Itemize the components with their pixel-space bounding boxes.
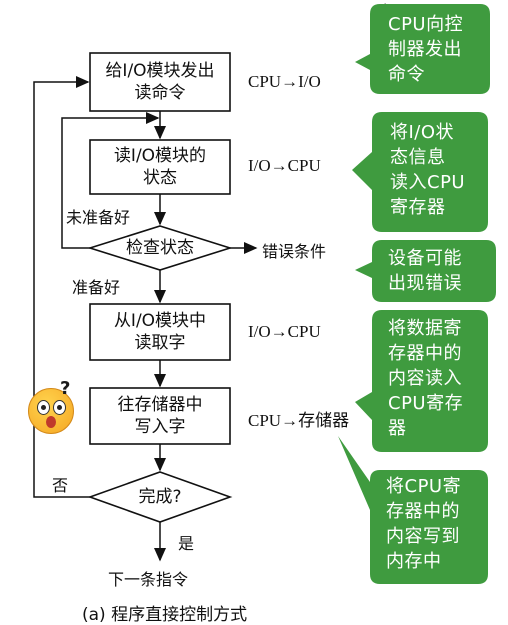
done-text: 完成?	[138, 487, 182, 507]
label-cpu-to-memory: CPU→存储器	[248, 411, 350, 430]
send-read-command-text: 给I/O模块发出 读命令	[105, 61, 215, 103]
label-no: 否	[52, 476, 69, 495]
read-status-text: 读I/O模块的 状态	[113, 146, 207, 188]
bubble-text-4: 将数据寄 存器中的 内容读入 CPU寄存 器	[388, 318, 464, 439]
surprised-face-icon	[28, 388, 74, 434]
box-send-read-command	[89, 52, 231, 112]
speech-bubbles	[338, 4, 496, 584]
label-yes: 是	[178, 534, 195, 553]
write-memory-text: 往存储器中 写入字	[117, 395, 203, 437]
label-io-to-cpu-1: I/O→CPU	[248, 156, 321, 175]
bubble-shape-1	[355, 4, 490, 94]
label-not-ready: 未准备好	[66, 208, 131, 227]
bubble-shape-5	[338, 436, 488, 584]
label-error-condition: 错误条件	[262, 242, 327, 261]
check-status-text: 检查状态	[126, 238, 194, 258]
label-ready: 准备好	[72, 278, 121, 297]
label-cpu-to-io: CPU→I/O	[248, 72, 321, 91]
label-io-to-cpu-2: I/O→CPU	[248, 322, 321, 341]
bubble-shape-4	[355, 310, 488, 452]
bubble-shape-2	[352, 112, 488, 232]
box-write-memory	[89, 387, 231, 445]
read-word-text: 从I/O模块中 读取字	[113, 311, 207, 353]
bubble-text-2: 将I/O状 态信息 读入CPU 寄存器	[390, 122, 466, 218]
bubble-text-5: 将CPU寄 存器中的 内容写到 内存中	[386, 476, 462, 572]
question-mark-icon: ?	[60, 378, 71, 399]
figure-caption: (a) 程序直接控制方式	[82, 605, 248, 625]
bubble-shape-3	[355, 240, 496, 302]
bubble-text-3: 设备可能 出现错误	[388, 248, 462, 294]
label-next-instruction: 下一条指令	[108, 570, 189, 589]
bubble-text-1: CPU向控 制器发出 命令	[388, 14, 464, 85]
box-read-word	[89, 303, 231, 361]
box-read-status	[89, 139, 231, 195]
